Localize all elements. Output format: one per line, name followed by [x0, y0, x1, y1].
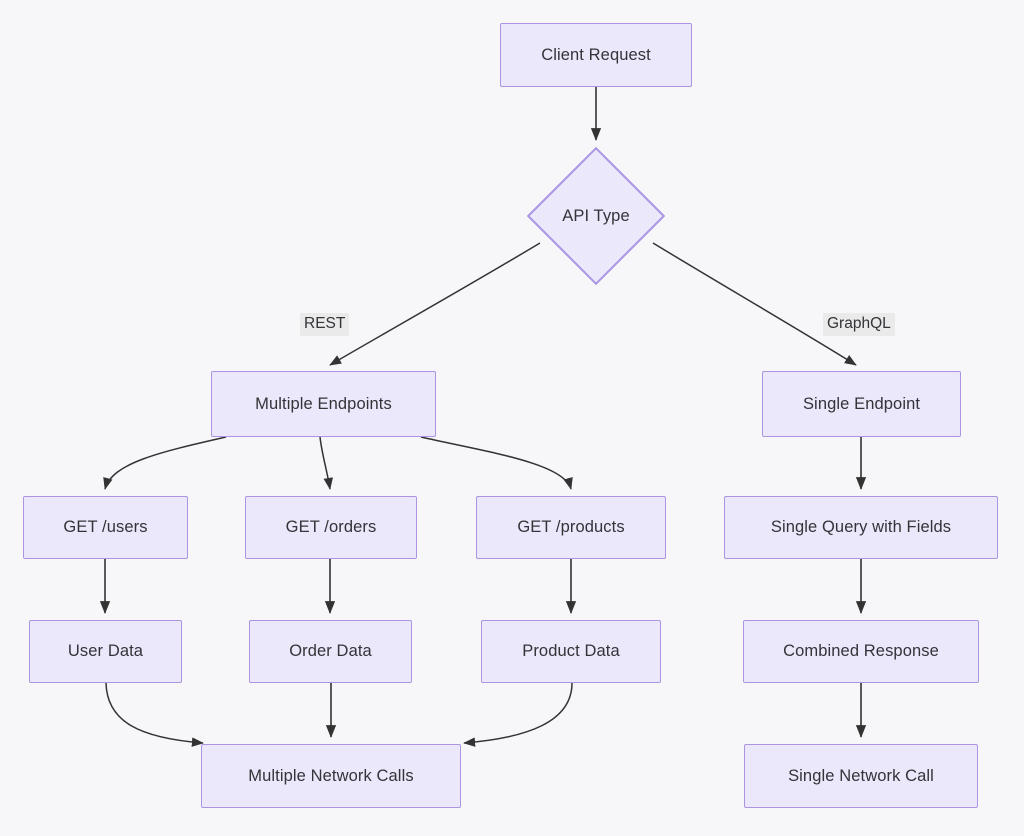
- node-label: Combined Response: [783, 642, 939, 661]
- edge-multiple-endpoints-to-get-orders: [319, 436, 334, 490]
- node-multiple-network-calls[interactable]: Multiple Network Calls: [201, 744, 461, 808]
- node-label: Multiple Network Calls: [248, 766, 414, 785]
- edge-multiple-endpoints-to-get-products: [420, 436, 573, 490]
- node-order-data[interactable]: Order Data: [249, 620, 412, 683]
- edge-label-rest: REST: [300, 313, 350, 336]
- node-user-data[interactable]: User Data: [29, 620, 182, 683]
- node-label: User Data: [67, 642, 144, 661]
- node-label: Product Data: [522, 642, 620, 661]
- edge-api-type-to-multiple-endpoints: [329, 242, 541, 366]
- node-label: GET /products: [517, 518, 625, 537]
- diamond-shape: [527, 147, 665, 285]
- node-label: API Type: [562, 206, 630, 225]
- edge-label-graphql: GraphQL: [823, 313, 895, 336]
- node-label: Single Network Call: [788, 766, 934, 785]
- node-combined-response[interactable]: Combined Response: [743, 620, 979, 683]
- node-single-endpoint[interactable]: Single Endpoint: [762, 371, 961, 437]
- edge-api-type-to-single-endpoint: [652, 242, 857, 366]
- node-get-orders[interactable]: GET /orders: [245, 496, 417, 559]
- node-single-query-with-fields[interactable]: Single Query with Fields: [724, 496, 998, 559]
- node-get-users[interactable]: GET /users: [23, 496, 188, 559]
- node-api-type[interactable]: API Type: [527, 147, 665, 285]
- node-label: Multiple Endpoints: [255, 394, 392, 413]
- node-multiple-endpoints[interactable]: Multiple Endpoints: [211, 371, 436, 437]
- edge-product-data-to-multiple-calls: [463, 682, 573, 747]
- node-label: Order Data: [289, 642, 372, 661]
- edge-user-data-to-multiple-calls: [105, 682, 204, 747]
- node-label: GET /orders: [285, 518, 377, 537]
- node-get-products[interactable]: GET /products: [476, 496, 666, 559]
- edge-multiple-endpoints-to-get-users: [103, 436, 227, 490]
- node-product-data[interactable]: Product Data: [481, 620, 661, 683]
- node-client-request[interactable]: Client Request: [500, 23, 692, 87]
- node-label: GET /users: [63, 518, 148, 537]
- node-label: Client Request: [541, 45, 651, 64]
- node-single-network-call[interactable]: Single Network Call: [744, 744, 978, 808]
- node-label: Single Query with Fields: [770, 518, 952, 537]
- node-label: Single Endpoint: [802, 394, 921, 413]
